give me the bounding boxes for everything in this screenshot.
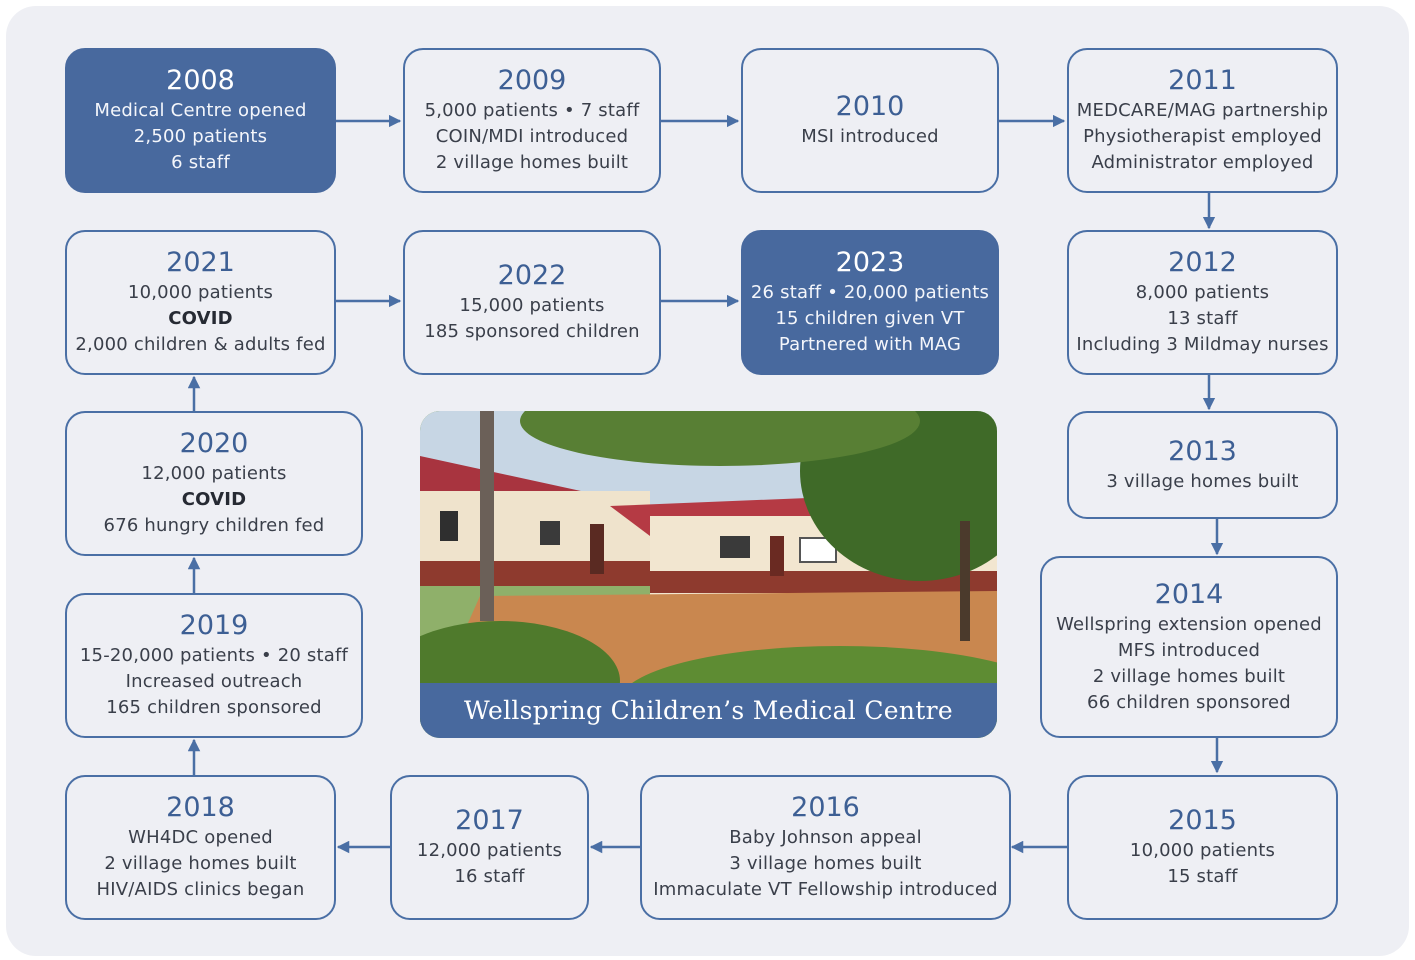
milestone-year: 2009: [497, 65, 567, 96]
milestone-year: 2013: [1168, 435, 1237, 467]
milestone-year: 2018: [166, 792, 235, 823]
milestone-detail: 26 staff • 20,000 patients: [750, 282, 990, 303]
milestone-2013: 2013 3 village homes built: [1067, 411, 1338, 519]
milestone-2022: 2022 15,000 patients 185 sponsored childre…: [403, 230, 661, 375]
milestone-detail: Immaculate VT Fellowship introduced: [653, 879, 998, 900]
milestone-detail: Partnered with MAG: [778, 334, 962, 355]
milestone-detail: 676 hungry children fed: [103, 515, 325, 536]
milestone-detail: Baby Johnson appeal: [729, 827, 922, 848]
milestone-detail: 165 children sponsored: [106, 697, 322, 718]
milestone-detail: MEDCARE/MAG partnership: [1076, 100, 1329, 121]
milestone-detail: 2 village homes built: [104, 853, 297, 874]
milestone-detail: Medical Centre opened: [94, 100, 307, 121]
medical-centre-photo: Wellspring Children’s Medical Centre: [420, 411, 997, 738]
milestone-detail: 15 children given VT: [775, 308, 965, 329]
milestone-detail: WH4DC opened: [128, 827, 273, 848]
milestone-detail: COVID: [168, 308, 233, 329]
milestone-detail: MFS introduced: [1117, 639, 1261, 661]
milestone-2023: 2023 26 staff • 20,000 patients 15 childre…: [741, 230, 999, 375]
milestone-year: 2019: [179, 610, 249, 641]
milestone-detail: 15 staff: [1167, 866, 1238, 887]
milestone-detail: 15,000 patients: [459, 295, 605, 316]
photo-caption: Wellspring Children’s Medical Centre: [420, 683, 997, 738]
milestone-detail: HIV/AIDS clinics began: [96, 879, 305, 900]
milestone-detail: 8,000 patients: [1135, 282, 1270, 303]
milestone-detail: 2 village homes built: [435, 152, 629, 173]
milestone-detail: Wellspring extension opened: [1056, 613, 1322, 635]
milestone-year: 2017: [455, 805, 524, 836]
milestone-detail: MSI introduced: [801, 126, 939, 147]
milestone-year: 2020: [179, 428, 249, 459]
milestone-detail: 10,000 patients: [1129, 840, 1276, 861]
milestone-detail: 2,000 children & adults fed: [75, 334, 326, 355]
milestone-detail: 6 staff: [171, 152, 230, 173]
milestone-detail: 5,000 patients • 7 staff: [424, 100, 640, 121]
milestone-detail: Including 3 Mildmay nurses: [1076, 334, 1329, 355]
milestone-year: 2016: [791, 792, 860, 823]
milestone-detail: Physiotherapist employed: [1083, 126, 1322, 147]
milestone-detail: COVID: [181, 489, 247, 510]
milestone-year: 2010: [835, 91, 905, 122]
milestone-year: 2014: [1154, 578, 1224, 610]
milestone-year: 2022: [497, 260, 567, 291]
milestone-detail: 12,000 patients: [141, 463, 287, 484]
milestone-year: 2015: [1168, 805, 1237, 836]
milestone-detail: 3 village homes built: [729, 853, 922, 874]
milestone-2015: 2015 10,000 patients 15 staff: [1067, 775, 1338, 920]
milestone-year: 2021: [166, 247, 235, 278]
milestone-detail: 15-20,000 patients • 20 staff: [79, 645, 349, 666]
milestone-detail: 66 children sponsored: [1087, 691, 1291, 713]
milestone-detail: 10,000 patients: [127, 282, 274, 303]
milestone-detail: 185 sponsored children: [424, 321, 640, 342]
milestone-detail: 2,500 patients: [133, 126, 268, 147]
milestone-detail: COIN/MDI introduced: [435, 126, 629, 147]
milestone-detail: 16 staff: [454, 866, 525, 887]
milestone-detail: 2 village homes built: [1092, 665, 1286, 687]
milestone-detail: 3 village homes built: [1106, 470, 1299, 492]
milestone-detail: 13 staff: [1167, 308, 1238, 329]
milestone-year: 2012: [1168, 247, 1237, 278]
milestone-year: 2011: [1168, 65, 1237, 96]
milestone-2017: 2017 12,000 patients 16 staff: [390, 775, 589, 920]
milestone-detail: Administrator employed: [1091, 152, 1314, 173]
milestone-detail: 12,000 patients: [416, 840, 563, 861]
milestone-year: 2008: [166, 65, 235, 96]
milestone-detail: Increased outreach: [125, 671, 303, 692]
milestone-year: 2023: [835, 247, 905, 278]
